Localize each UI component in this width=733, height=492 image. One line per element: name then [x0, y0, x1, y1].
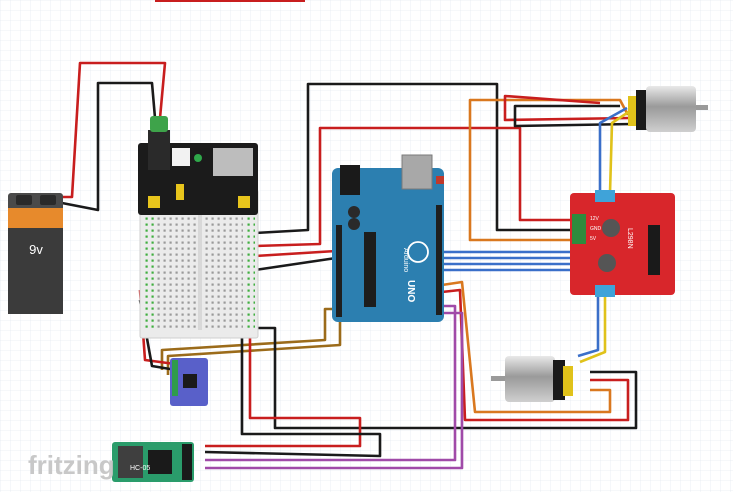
wire-orange-motor1 — [468, 98, 630, 242]
wire-yellow-motor1b — [608, 109, 631, 194]
power-led — [194, 154, 202, 162]
battery-terminal-left — [16, 195, 32, 205]
driver-capacitor-2 — [598, 254, 616, 272]
dc-motor-bottom — [491, 356, 573, 402]
motor-top-body — [646, 86, 696, 132]
breadboard-divider — [198, 210, 202, 330]
driver-pin-12v: 12V — [590, 216, 600, 222]
sensor-chip — [183, 374, 197, 388]
battery-top-band — [8, 208, 63, 230]
arduino-reset-button — [436, 176, 444, 184]
bt-chip — [148, 450, 172, 474]
wire-black-top — [254, 82, 575, 235]
driver-terminal-top — [595, 190, 615, 202]
top-accent-bar — [155, 0, 305, 2]
arduino-header-left — [336, 225, 342, 317]
arduino-capacitor-1 — [348, 206, 360, 218]
arduino-usb-port — [401, 154, 433, 190]
power-switch — [172, 148, 190, 166]
arduino-chip — [364, 232, 376, 307]
breadboard-holes-left — [157, 210, 197, 330]
sensor-pins — [172, 360, 178, 396]
driver-pin-gnd: GND — [590, 226, 602, 232]
wires — [61, 61, 638, 470]
bt-pin-header — [182, 444, 192, 480]
wire-red-mid — [254, 126, 575, 248]
wire-battery-black — [61, 81, 157, 212]
battery-terminal-right — [40, 195, 56, 205]
wire-black-motor1 — [513, 104, 633, 128]
motor-bottom-shaft — [491, 376, 505, 381]
breadboard-right-rail — [244, 210, 255, 330]
arduino-header-right — [436, 205, 442, 315]
driver-chip-text: L298N — [626, 228, 633, 249]
wire-battery-red — [62, 61, 167, 199]
battery-body — [8, 228, 63, 314]
wire-yellow-motor2 — [579, 294, 607, 364]
arduino-logo-ring — [407, 241, 429, 263]
power-module — [138, 116, 258, 215]
breadboard — [139, 189, 259, 339]
wire-blue-motor1a — [598, 106, 628, 193]
wire-red-motor1 — [503, 94, 631, 122]
arduino-brand-text: Arduino — [402, 248, 409, 272]
arduino-board — [332, 168, 444, 322]
wire-brown-sda — [160, 307, 336, 370]
driver-terminal-bottom — [595, 285, 615, 297]
motor-top-terminal — [628, 96, 638, 126]
sensor-module — [170, 358, 208, 406]
dc-jack-plug — [150, 116, 168, 132]
wire-purple-tx — [205, 304, 457, 462]
battery-label: 9v — [29, 242, 43, 257]
wire-black-arduino — [254, 256, 337, 272]
motor-bottom-terminal — [563, 366, 573, 396]
arduino-capacitor-2 — [348, 218, 360, 230]
breadboard-left-rail — [143, 210, 154, 330]
jumper-yellow-1 — [148, 196, 160, 208]
motor-driver: L298N 12V GND 5V — [570, 190, 675, 297]
motor-bottom-cap — [553, 360, 565, 400]
wire-orange-motor2 — [441, 280, 612, 414]
jumper-yellow-3 — [238, 196, 250, 208]
bt-label: HC-05 — [130, 465, 150, 472]
wire-purple-rx — [205, 311, 464, 470]
arduino-uno: Arduino UNO — [332, 154, 444, 322]
wire-red-motor2 — [441, 288, 630, 422]
driver-heatsink — [648, 225, 660, 275]
usb-port — [213, 148, 253, 176]
fritzing-watermark: fritzing — [28, 450, 115, 480]
motor-top-cap — [636, 90, 648, 130]
dc-motor-top — [628, 86, 708, 132]
driver-power-terminal — [572, 214, 586, 244]
wire-blue-motor2 — [577, 294, 600, 358]
driver-pin-5v: 5V — [590, 236, 597, 242]
battery: 9v — [8, 193, 63, 314]
motor-bottom-body — [505, 356, 555, 402]
bt-antenna — [118, 446, 143, 478]
dc-jack — [148, 130, 170, 170]
breadboard-holes-right — [203, 210, 243, 330]
wire-red-arduino — [254, 249, 337, 258]
motor-top-shaft — [696, 105, 708, 110]
arduino-model-text: UNO — [405, 280, 416, 302]
driver-capacitor-1 — [602, 219, 620, 237]
arduino-power-jack — [340, 165, 360, 195]
jumper-yellow-2 — [176, 184, 184, 200]
bluetooth-module: HC-05 — [112, 442, 194, 482]
